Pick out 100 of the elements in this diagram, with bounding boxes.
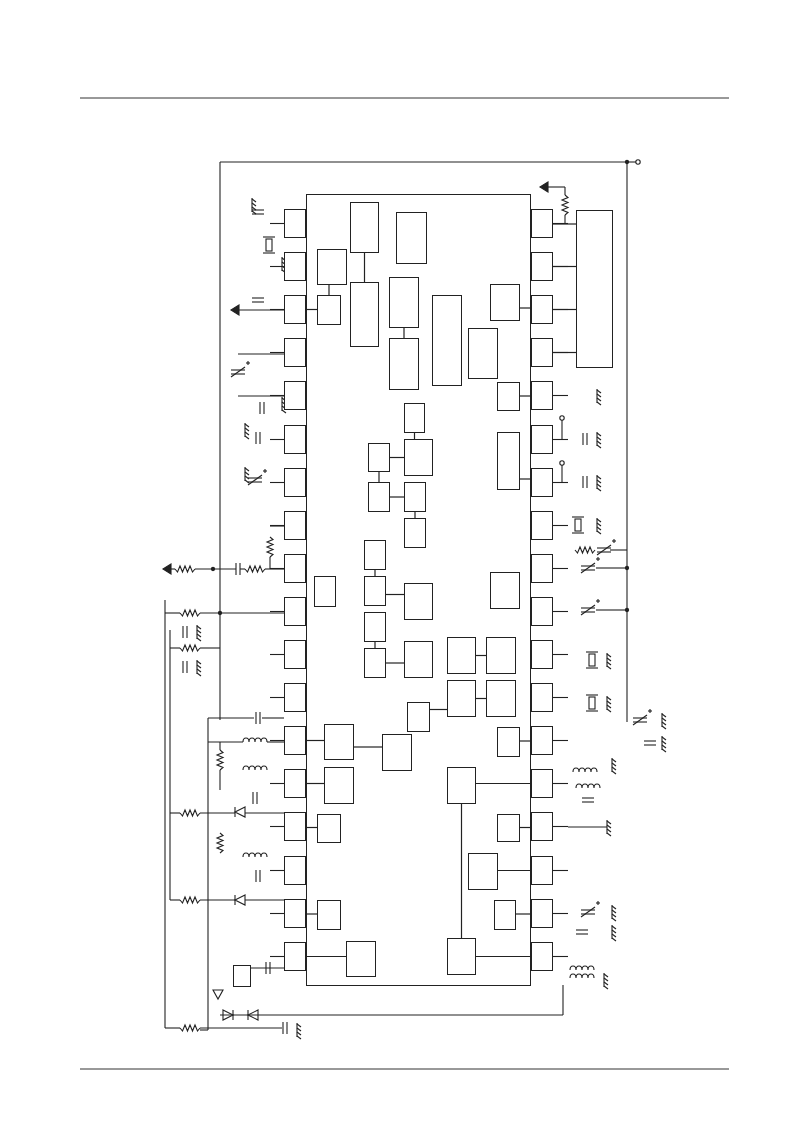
function-block — [493, 899, 516, 930]
function-block — [431, 294, 462, 386]
pin-box — [284, 942, 306, 971]
connection-line — [519, 307, 532, 309]
connection-line — [475, 955, 532, 958]
connection-line — [552, 308, 577, 311]
connection-line — [519, 395, 532, 397]
pin-box — [531, 338, 553, 367]
pin-box — [284, 252, 306, 281]
connection-line — [389, 496, 405, 498]
pin-box — [284, 381, 306, 410]
connection-line — [414, 511, 416, 519]
pin-box — [531, 381, 553, 410]
pin-box — [284, 856, 306, 885]
connection-line — [475, 697, 487, 700]
connection-line — [374, 569, 376, 577]
function-block — [363, 575, 386, 606]
function-block — [395, 211, 427, 264]
function-block — [403, 438, 433, 476]
function-block — [349, 201, 379, 253]
pin-box — [531, 812, 553, 841]
connection-line — [497, 869, 532, 872]
pin-box — [531, 899, 553, 928]
function-block — [496, 431, 520, 490]
function-block — [467, 327, 498, 379]
component-box — [233, 965, 251, 987]
pin-box — [284, 511, 306, 540]
connection-line — [429, 708, 448, 711]
function-block — [363, 539, 386, 570]
pin-box — [531, 726, 553, 755]
pin-box — [531, 209, 553, 238]
pin-box — [531, 769, 553, 798]
connection-line — [305, 739, 325, 742]
pin-box — [284, 683, 306, 712]
function-block — [363, 611, 386, 642]
connection-line — [403, 327, 405, 339]
function-block — [403, 640, 433, 678]
pin-box — [284, 726, 306, 755]
connection-line — [305, 913, 318, 915]
connection-line — [552, 223, 577, 225]
connection-line — [519, 740, 532, 742]
function-block — [381, 733, 412, 771]
pin-box — [531, 252, 553, 281]
connection-line — [363, 252, 366, 283]
function-block — [323, 766, 354, 804]
function-block — [316, 248, 347, 285]
pin-box — [531, 425, 553, 454]
connection-line — [552, 351, 577, 354]
pin-box — [284, 209, 306, 238]
function-block — [403, 402, 425, 433]
pin-box — [284, 899, 306, 928]
pin-box — [531, 295, 553, 324]
function-block — [345, 940, 376, 977]
connection-line — [519, 826, 532, 829]
connection-line — [515, 913, 532, 915]
connection-line — [385, 593, 405, 596]
function-block — [446, 937, 476, 975]
function-block — [367, 442, 390, 472]
connection-line — [385, 662, 405, 664]
pin-box — [531, 942, 553, 971]
connection-line — [328, 284, 330, 296]
pin-box — [531, 511, 553, 540]
pin-box — [284, 812, 306, 841]
pin-box — [531, 554, 553, 583]
pin-box — [531, 683, 553, 712]
function-block — [403, 517, 426, 548]
pin-box — [284, 640, 306, 669]
connection-line — [305, 826, 318, 829]
connection-line — [305, 782, 325, 785]
pin-box — [284, 597, 306, 626]
connection-line — [519, 478, 532, 480]
function-block — [316, 899, 341, 930]
function-block — [496, 813, 520, 842]
function-block — [485, 679, 516, 717]
connection-line — [475, 782, 532, 785]
ic-outline — [306, 194, 531, 986]
pin-box — [284, 338, 306, 367]
connection-line — [389, 456, 405, 459]
function-block — [446, 679, 476, 717]
function-block — [467, 852, 498, 890]
function-block — [313, 575, 336, 607]
function-block — [316, 294, 341, 325]
connection-line — [475, 654, 487, 657]
function-block — [349, 281, 379, 347]
function-block — [446, 766, 476, 804]
function-block — [489, 283, 520, 321]
function-block — [496, 381, 520, 411]
pin-box — [284, 295, 306, 324]
function-block — [363, 647, 386, 678]
function-block — [323, 723, 354, 760]
connection-line — [378, 471, 380, 483]
function-block — [403, 481, 426, 512]
function-block — [446, 636, 476, 674]
pin-box — [531, 597, 553, 626]
connection-line — [250, 967, 285, 969]
function-block — [403, 582, 433, 620]
pin-box — [284, 769, 306, 798]
function-block — [496, 726, 520, 757]
component-box — [576, 210, 613, 368]
connection-line — [374, 641, 376, 649]
